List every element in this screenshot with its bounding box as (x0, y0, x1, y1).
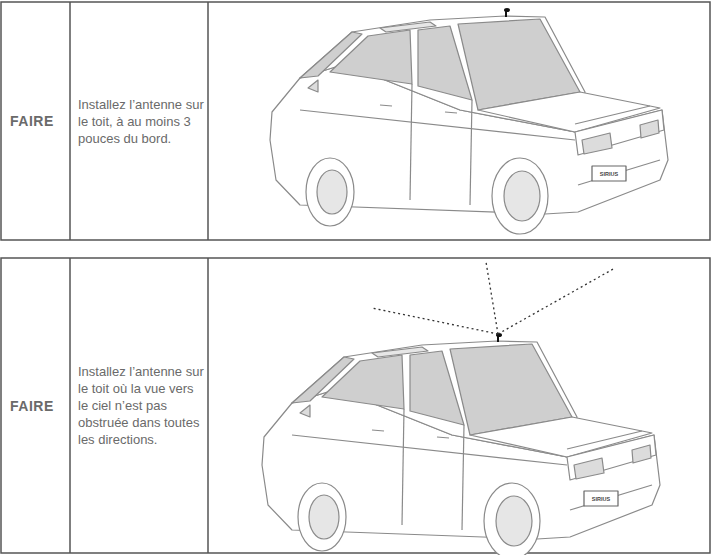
car-drawing (262, 333, 660, 555)
plate-text-box: SIRIUS (584, 491, 618, 506)
instruction-text-box: Installez l’antenne sur le toit où la vu… (78, 258, 204, 553)
instruction-text: Installez l’antenne sur le toit où la vu… (78, 363, 204, 448)
row-heading-box: FAIRE (10, 258, 68, 553)
car-drawing (270, 8, 668, 234)
row-heading: FAIRE (10, 398, 54, 414)
plate-text: SIRIUS (600, 171, 618, 177)
row-heading: FAIRE (10, 113, 54, 129)
plate-text-box: SIRIUS (592, 166, 626, 181)
sky-view-lines (372, 262, 615, 334)
plate-text: SIRIUS (592, 496, 610, 502)
instruction-text-box: Installez l’antenne sur le toit, à au mo… (78, 2, 204, 240)
instruction-text: Installez l’antenne sur le toit, à au mo… (78, 96, 204, 147)
row-heading-box: FAIRE (10, 2, 68, 240)
